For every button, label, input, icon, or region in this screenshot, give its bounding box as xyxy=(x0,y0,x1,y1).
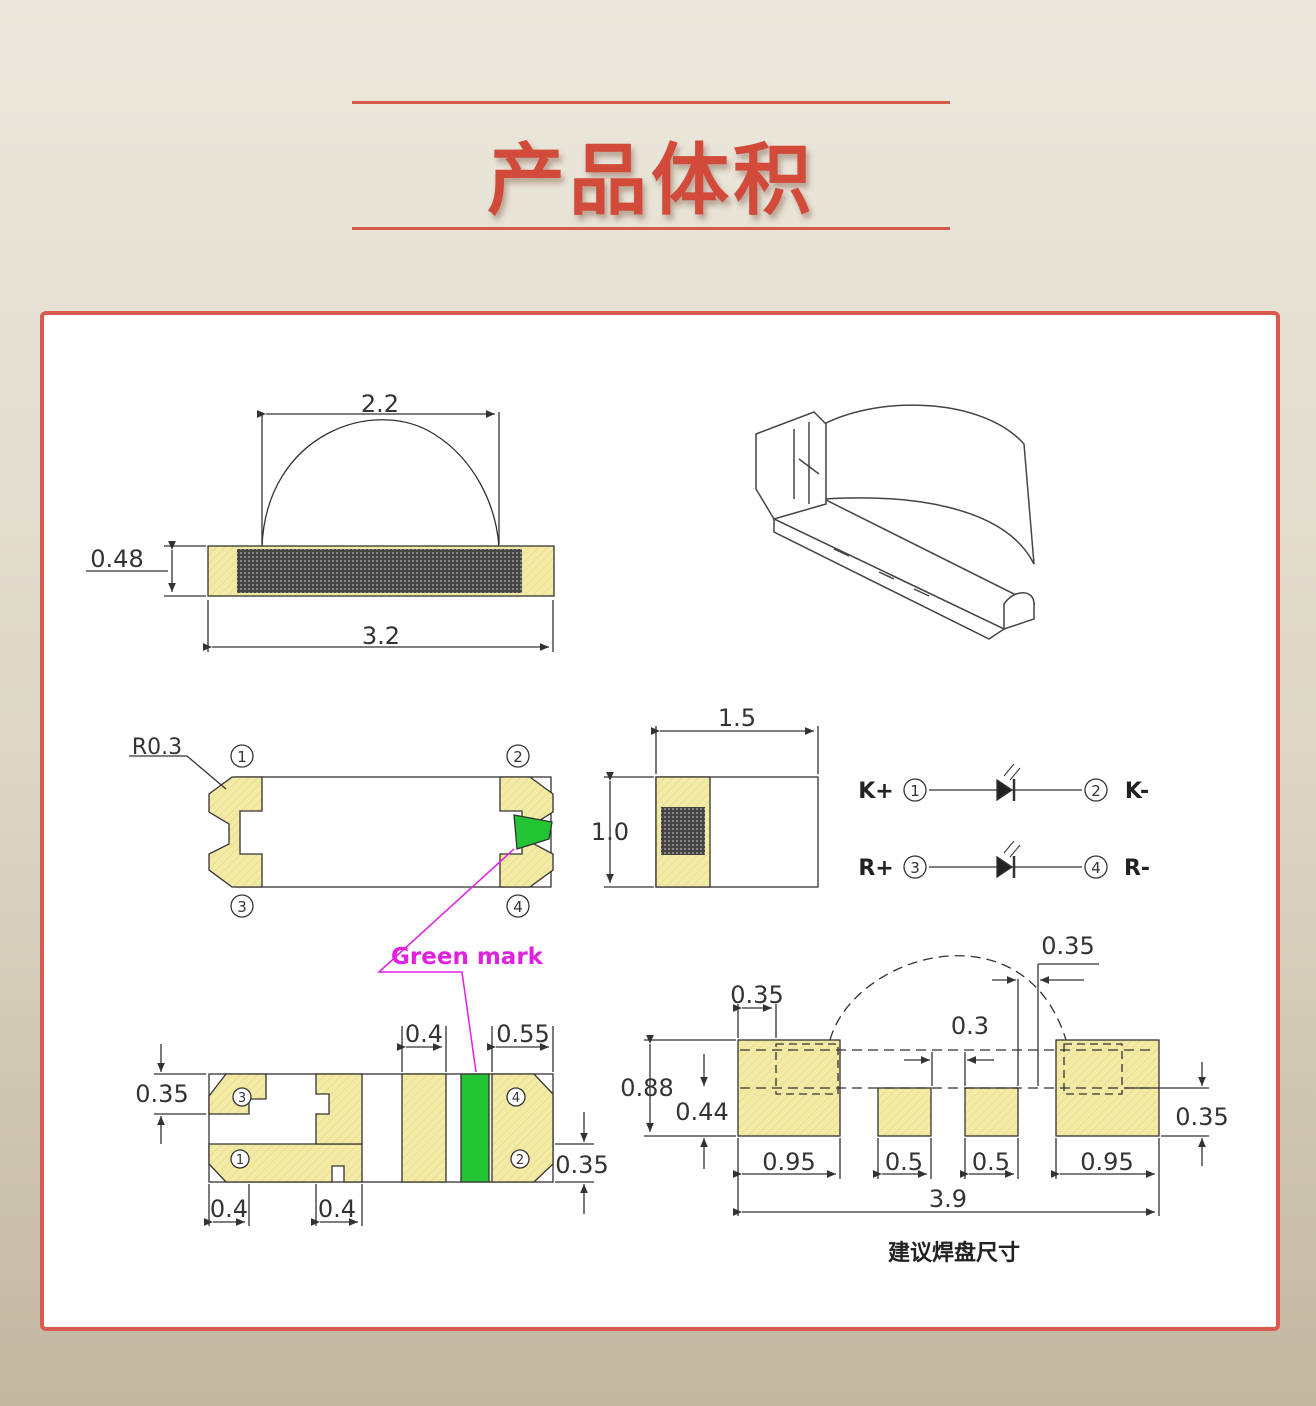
iso-dome xyxy=(823,404,1035,565)
bv-pin2: 2 xyxy=(516,1153,524,1168)
k-minus-label: K- xyxy=(1125,779,1149,804)
dim-04-bm: 0.4 xyxy=(318,1195,356,1223)
top-pad-left xyxy=(208,776,263,888)
pl-dim-05-a: 0.5 xyxy=(885,1148,923,1176)
radius-label: R0.3 xyxy=(132,735,182,760)
bottom-view xyxy=(154,1026,594,1226)
end-view xyxy=(604,726,819,888)
dimension-panel: 2.2 0.48 3.2 R0.3 1 2 3 4 Green mark xyxy=(40,311,1280,1331)
schematic xyxy=(903,763,1108,879)
schem-pin4: 4 xyxy=(1091,859,1101,877)
pad-layout xyxy=(644,955,1209,1216)
dim-04-bl: 0.4 xyxy=(210,1195,248,1223)
green-mark xyxy=(513,814,553,850)
isometric-view xyxy=(755,404,1036,640)
pad-outline-arc xyxy=(829,955,1067,1041)
r-minus-label: R- xyxy=(1124,856,1150,881)
lens-dome xyxy=(261,419,500,548)
pin4-label: 4 xyxy=(513,898,523,916)
pl-dim-088: 0.88 xyxy=(620,1074,673,1102)
pl-dim-095-right: 0.95 xyxy=(1080,1148,1133,1176)
green-mark-callout xyxy=(377,848,515,1073)
dim-055: 0.55 xyxy=(496,1020,549,1048)
pad-mid-left xyxy=(877,1087,932,1137)
dim-035-left: 0.35 xyxy=(135,1080,188,1108)
dim-height: 0.48 xyxy=(90,545,143,573)
pl-dim-044: 0.44 xyxy=(675,1098,728,1126)
diode-symbol-1 xyxy=(996,778,1014,802)
bv-pin3: 3 xyxy=(238,1091,246,1106)
k-plus-label: K+ xyxy=(858,779,893,804)
pin2-label: 2 xyxy=(513,748,523,766)
schem-pin3: 3 xyxy=(910,859,920,877)
dim-035-right: 0.35 xyxy=(555,1151,608,1179)
side-view xyxy=(86,410,555,652)
pin1-label: 1 xyxy=(237,748,247,766)
pl-dim-05-b: 0.5 xyxy=(972,1148,1010,1176)
top-body xyxy=(235,776,552,888)
bottom-green-bar xyxy=(460,1073,490,1183)
bottom-pad-mid-top xyxy=(315,1073,363,1145)
green-mark-label: Green mark xyxy=(391,944,544,970)
top-view xyxy=(129,744,554,918)
end-width-label: 1.5 xyxy=(718,704,756,732)
pl-dim-095-left: 0.95 xyxy=(762,1148,815,1176)
pad-layout-caption: 建议焊盘尺寸 xyxy=(888,1240,1020,1266)
pl-dim-39: 3.9 xyxy=(929,1185,967,1213)
diode-symbol-2 xyxy=(996,855,1014,879)
pl-dim-03: 0.3 xyxy=(951,1012,989,1040)
schem-pin1: 1 xyxy=(910,782,920,800)
side-chip xyxy=(237,549,522,593)
title-rule-top xyxy=(352,101,950,104)
r-plus-label: R+ xyxy=(858,856,893,881)
dimension-drawing: 2.2 0.48 3.2 R0.3 1 2 3 4 Green mark xyxy=(86,390,1229,1266)
title-rule-bottom xyxy=(352,227,950,230)
end-height-label: 1.0 xyxy=(591,818,629,846)
bottom-pad-center xyxy=(401,1073,447,1183)
iso-bottom xyxy=(773,517,1006,640)
page-title: 产品体积 xyxy=(486,136,815,226)
dim-bottom-width: 3.2 xyxy=(362,622,400,650)
bv-pin1: 1 xyxy=(236,1153,244,1168)
iso-end xyxy=(1003,592,1035,631)
dim-04-top: 0.4 xyxy=(405,1020,443,1048)
iso-body-left xyxy=(755,411,827,520)
dim-top-width: 2.2 xyxy=(361,390,399,418)
pl-dim-035-right: 0.35 xyxy=(1175,1103,1228,1131)
bv-pin4: 4 xyxy=(512,1091,520,1106)
pl-dim-035-left: 0.35 xyxy=(730,981,783,1009)
end-chip xyxy=(661,807,705,855)
pin3-label: 3 xyxy=(237,898,247,916)
pad-mid-right xyxy=(964,1087,1019,1137)
schem-pin2: 2 xyxy=(1091,782,1101,800)
pl-dim-035-top: 0.35 xyxy=(1041,932,1094,960)
